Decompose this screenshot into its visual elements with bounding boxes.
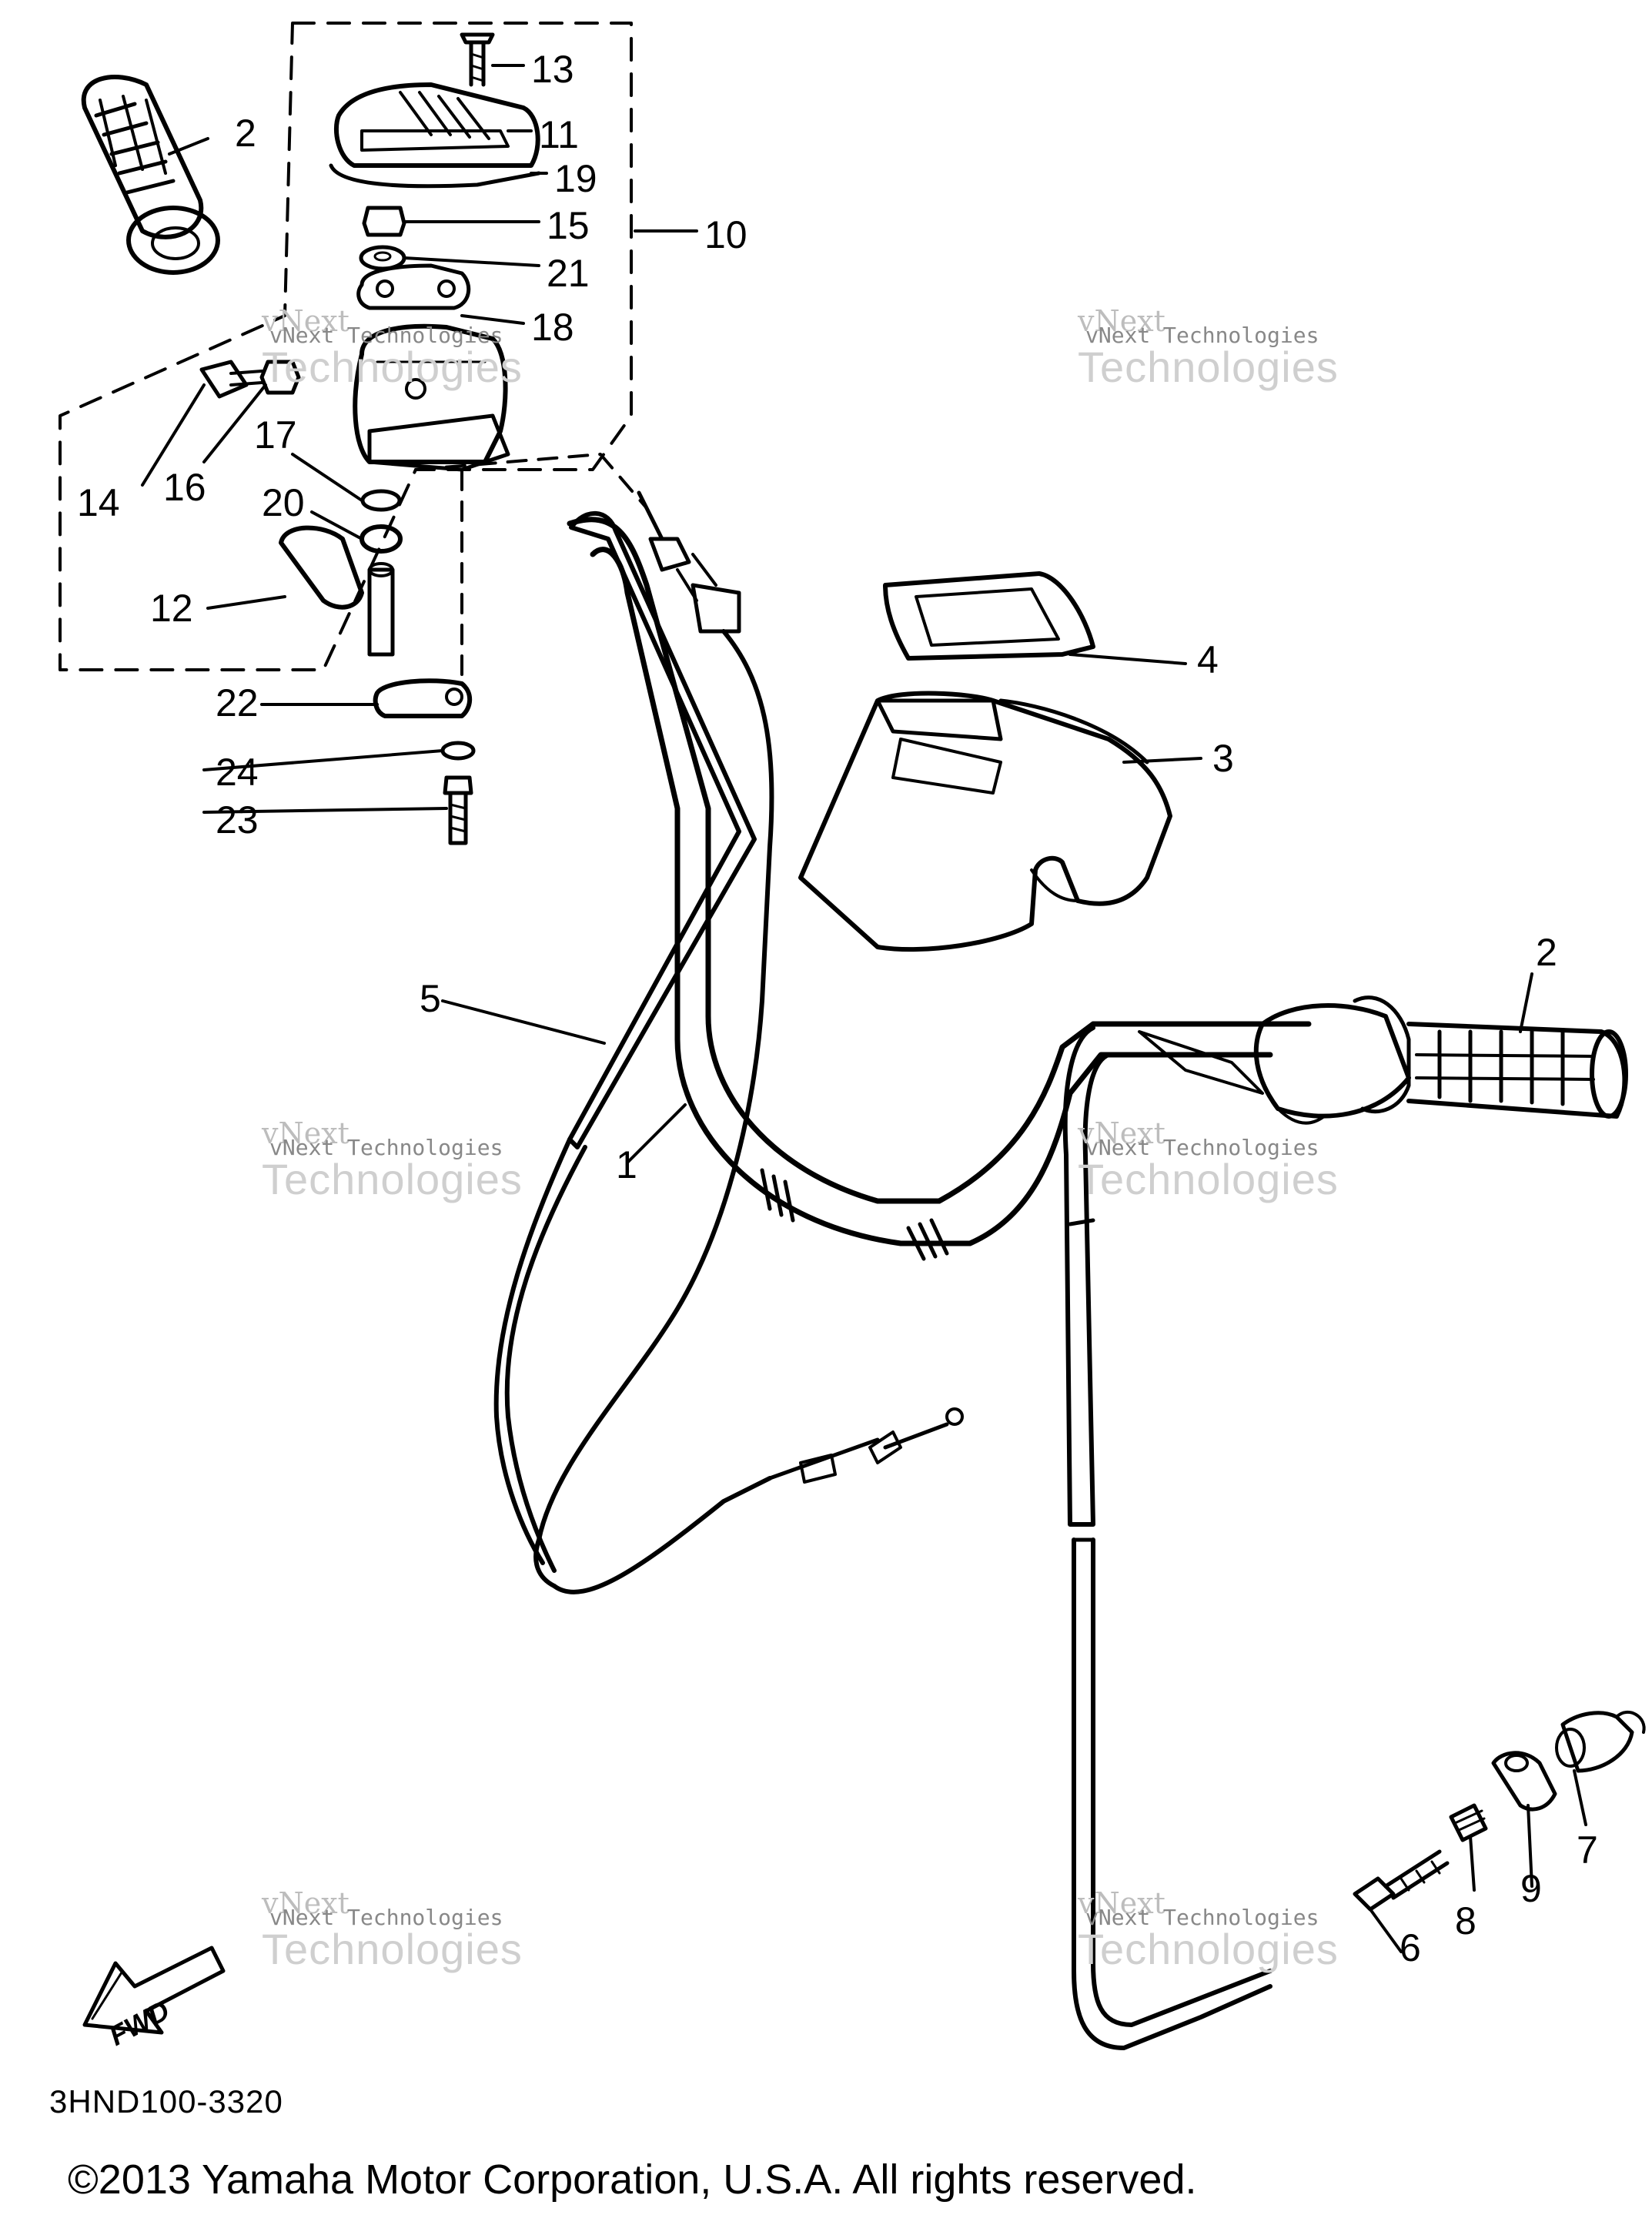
adjuster-cap-7: [1555, 1711, 1646, 1773]
callout-11: 11: [539, 113, 579, 156]
callout-14: 14: [77, 481, 120, 524]
callout-22: 22: [216, 681, 259, 724]
callout-9: 9: [1520, 1867, 1542, 1910]
lever-plate-18: [356, 263, 471, 310]
forward-arrow-icon: [82, 1946, 226, 2035]
callout-7: 7: [1577, 1829, 1598, 1872]
cable-adjuster-6: [1353, 1849, 1450, 1912]
adjust-screw-14: [199, 360, 263, 399]
washer-24: [440, 741, 476, 761]
throttle-lever-12: [279, 525, 395, 657]
callout-6: 6: [1400, 1926, 1421, 1969]
callout-12: 12: [150, 587, 193, 630]
diagram-part-code: 3HND100-3320: [49, 2083, 283, 2120]
callout-13: 13: [531, 48, 574, 91]
throttle-cable: [533, 490, 964, 1594]
handlebar-1: [567, 517, 1312, 1261]
right-cable-sleeve: [1062, 1026, 1272, 2050]
screw-13: [460, 32, 495, 87]
callout-24: 24: [216, 751, 259, 794]
callout-19: 19: [554, 157, 597, 200]
cover-gasket-4: [883, 571, 1095, 661]
callout-2-left: 2: [235, 112, 256, 155]
callout-18: 18: [531, 306, 574, 349]
callout-1: 1: [616, 1143, 637, 1186]
leader-lines: [141, 64, 1587, 1953]
callout-21: 21: [547, 252, 590, 295]
callout-23: 23: [216, 798, 259, 841]
screw-23: [443, 775, 473, 845]
cable-guide-dashed: [414, 453, 648, 510]
nut-15: [362, 206, 406, 237]
lower-clamp-22: [373, 678, 473, 718]
seal-20: [359, 524, 403, 554]
copyright-notice: ©2013 Yamaha Motor Corporation, U.S.A. A…: [68, 2156, 1197, 2203]
washer-17: [360, 489, 402, 512]
handlebar-cover-3: [798, 691, 1172, 952]
callout-3: 3: [1212, 737, 1234, 780]
callout-2-right: 2: [1536, 931, 1557, 974]
callout-8: 8: [1455, 1899, 1476, 1942]
callout-16: 16: [163, 466, 206, 509]
adjuster-spring-8: [1449, 1803, 1488, 1842]
throttle-housing-body: [353, 323, 510, 472]
right-grip: [1138, 995, 1628, 1125]
callout-10: 10: [704, 213, 747, 256]
throttle-cover-11: [329, 82, 541, 189]
callout-5: 5: [420, 977, 441, 1020]
callout-17: 17: [254, 413, 297, 457]
callout-15: 15: [547, 204, 590, 247]
adjuster-nut-9: [1491, 1751, 1557, 1812]
cable-sleeve-5: [493, 510, 757, 1573]
locknut-16: [259, 360, 301, 395]
callout-20: 20: [262, 481, 305, 524]
left-grip: [81, 75, 220, 275]
callout-4: 4: [1197, 638, 1219, 681]
